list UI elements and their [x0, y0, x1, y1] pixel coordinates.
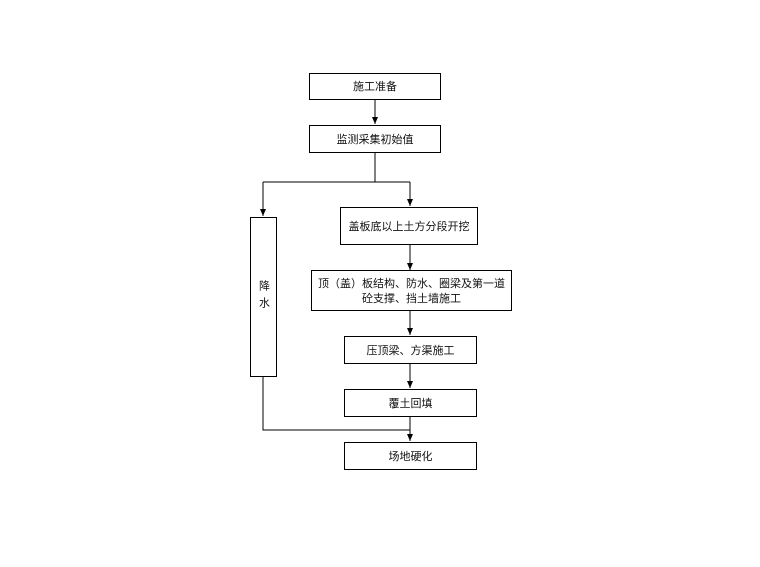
step-dewatering-label: 降水: [257, 280, 271, 314]
line-dewater-join: [262, 376, 410, 431]
step-site-hardening: 场地硬化: [344, 442, 477, 470]
step-monitoring-initial-label: 监测采集初始值: [336, 132, 414, 146]
step-backfill-label: 覆土回填: [388, 396, 433, 410]
step-structure: 顶（盖）板结构、防水、圈梁及第一道 砼支撑、挡土墙施工: [311, 270, 512, 311]
step-excavation: 盖板底以上土方分段开挖: [340, 207, 478, 245]
step-beam-channel: 压顶梁、方渠施工: [344, 336, 477, 364]
step-construction-prep: 施工准备: [309, 73, 441, 100]
step-dewatering: 降水: [250, 217, 277, 377]
step-construction-prep-label: 施工准备: [353, 80, 397, 93]
step-site-hardening-label: 场地硬化: [388, 449, 433, 463]
step-excavation-label: 盖板底以上土方分段开挖: [348, 219, 470, 233]
step-structure-label-line2: 砼支撑、挡土墙施工: [362, 291, 461, 305]
step-monitoring-initial: 监测采集初始值: [309, 125, 441, 153]
step-structure-label-line1: 顶（盖）板结构、防水、圈梁及第一道: [318, 276, 505, 290]
step-backfill: 覆土回填: [344, 389, 477, 417]
step-beam-channel-label: 压顶梁、方渠施工: [366, 343, 455, 357]
